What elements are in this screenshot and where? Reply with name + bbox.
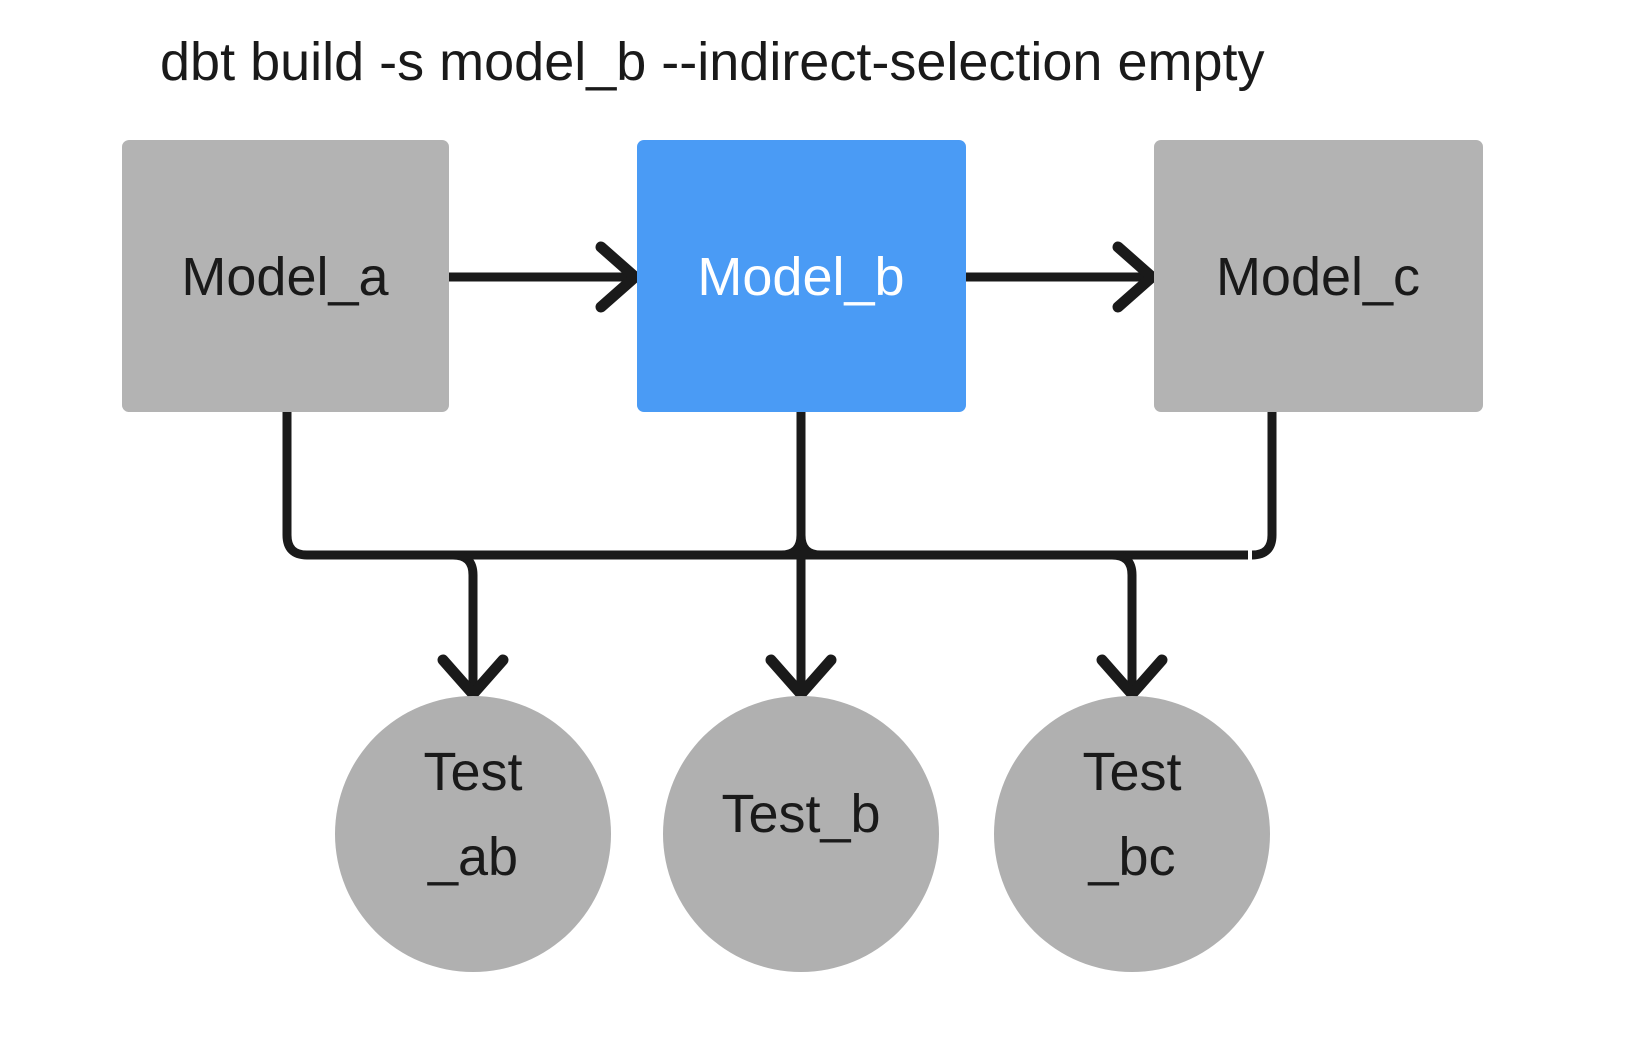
arrowhead-model-c [1112, 241, 1158, 313]
page-title: dbt build -s model_b --indirect-selectio… [160, 32, 1265, 92]
test-ab-label-line2: _ab [427, 827, 518, 887]
edge-trunk-to-test-bc [1111, 550, 1137, 690]
arrowhead-test-ab [437, 654, 509, 700]
test-ab-label-line1: Test [423, 742, 522, 802]
edge-fillet-model-b-right [796, 534, 822, 560]
edge-model-a-to-trunk [282, 410, 1248, 560]
test-ab-circle[interactable] [335, 696, 611, 972]
test-bc-label-line1: Test [1082, 742, 1181, 802]
model-c-rect[interactable] [1154, 140, 1483, 412]
edge-model-c-to-trunk [1251, 410, 1277, 560]
test-node-test-bc[interactable]: Test _bc [994, 696, 1270, 972]
model-node-model-a[interactable]: Model_a [122, 140, 449, 412]
model-b-label: Model_b [697, 247, 904, 307]
edge-trunk-to-test-ab [452, 550, 478, 690]
test-node-test-ab[interactable]: Test _ab [335, 696, 611, 972]
model-b-rect[interactable] [637, 140, 966, 412]
model-node-model-b[interactable]: Model_b [637, 140, 966, 412]
arrowhead-test-b [765, 654, 837, 700]
test-node-test-b[interactable]: Test_b [663, 696, 939, 972]
test-b-circle[interactable] [663, 696, 939, 972]
model-a-rect[interactable] [122, 140, 449, 412]
test-b-label-line1: Test_b [721, 784, 880, 844]
model-a-label: Model_a [181, 247, 389, 307]
edge-layer [282, 241, 1277, 700]
test-bc-circle[interactable] [994, 696, 1270, 972]
model-node-model-c[interactable]: Model_c [1154, 140, 1483, 412]
arrowhead-model-b [595, 241, 641, 313]
test-bc-label-line2: _bc [1087, 827, 1175, 887]
arrowhead-test-bc [1096, 654, 1168, 700]
model-c-label: Model_c [1216, 247, 1420, 307]
